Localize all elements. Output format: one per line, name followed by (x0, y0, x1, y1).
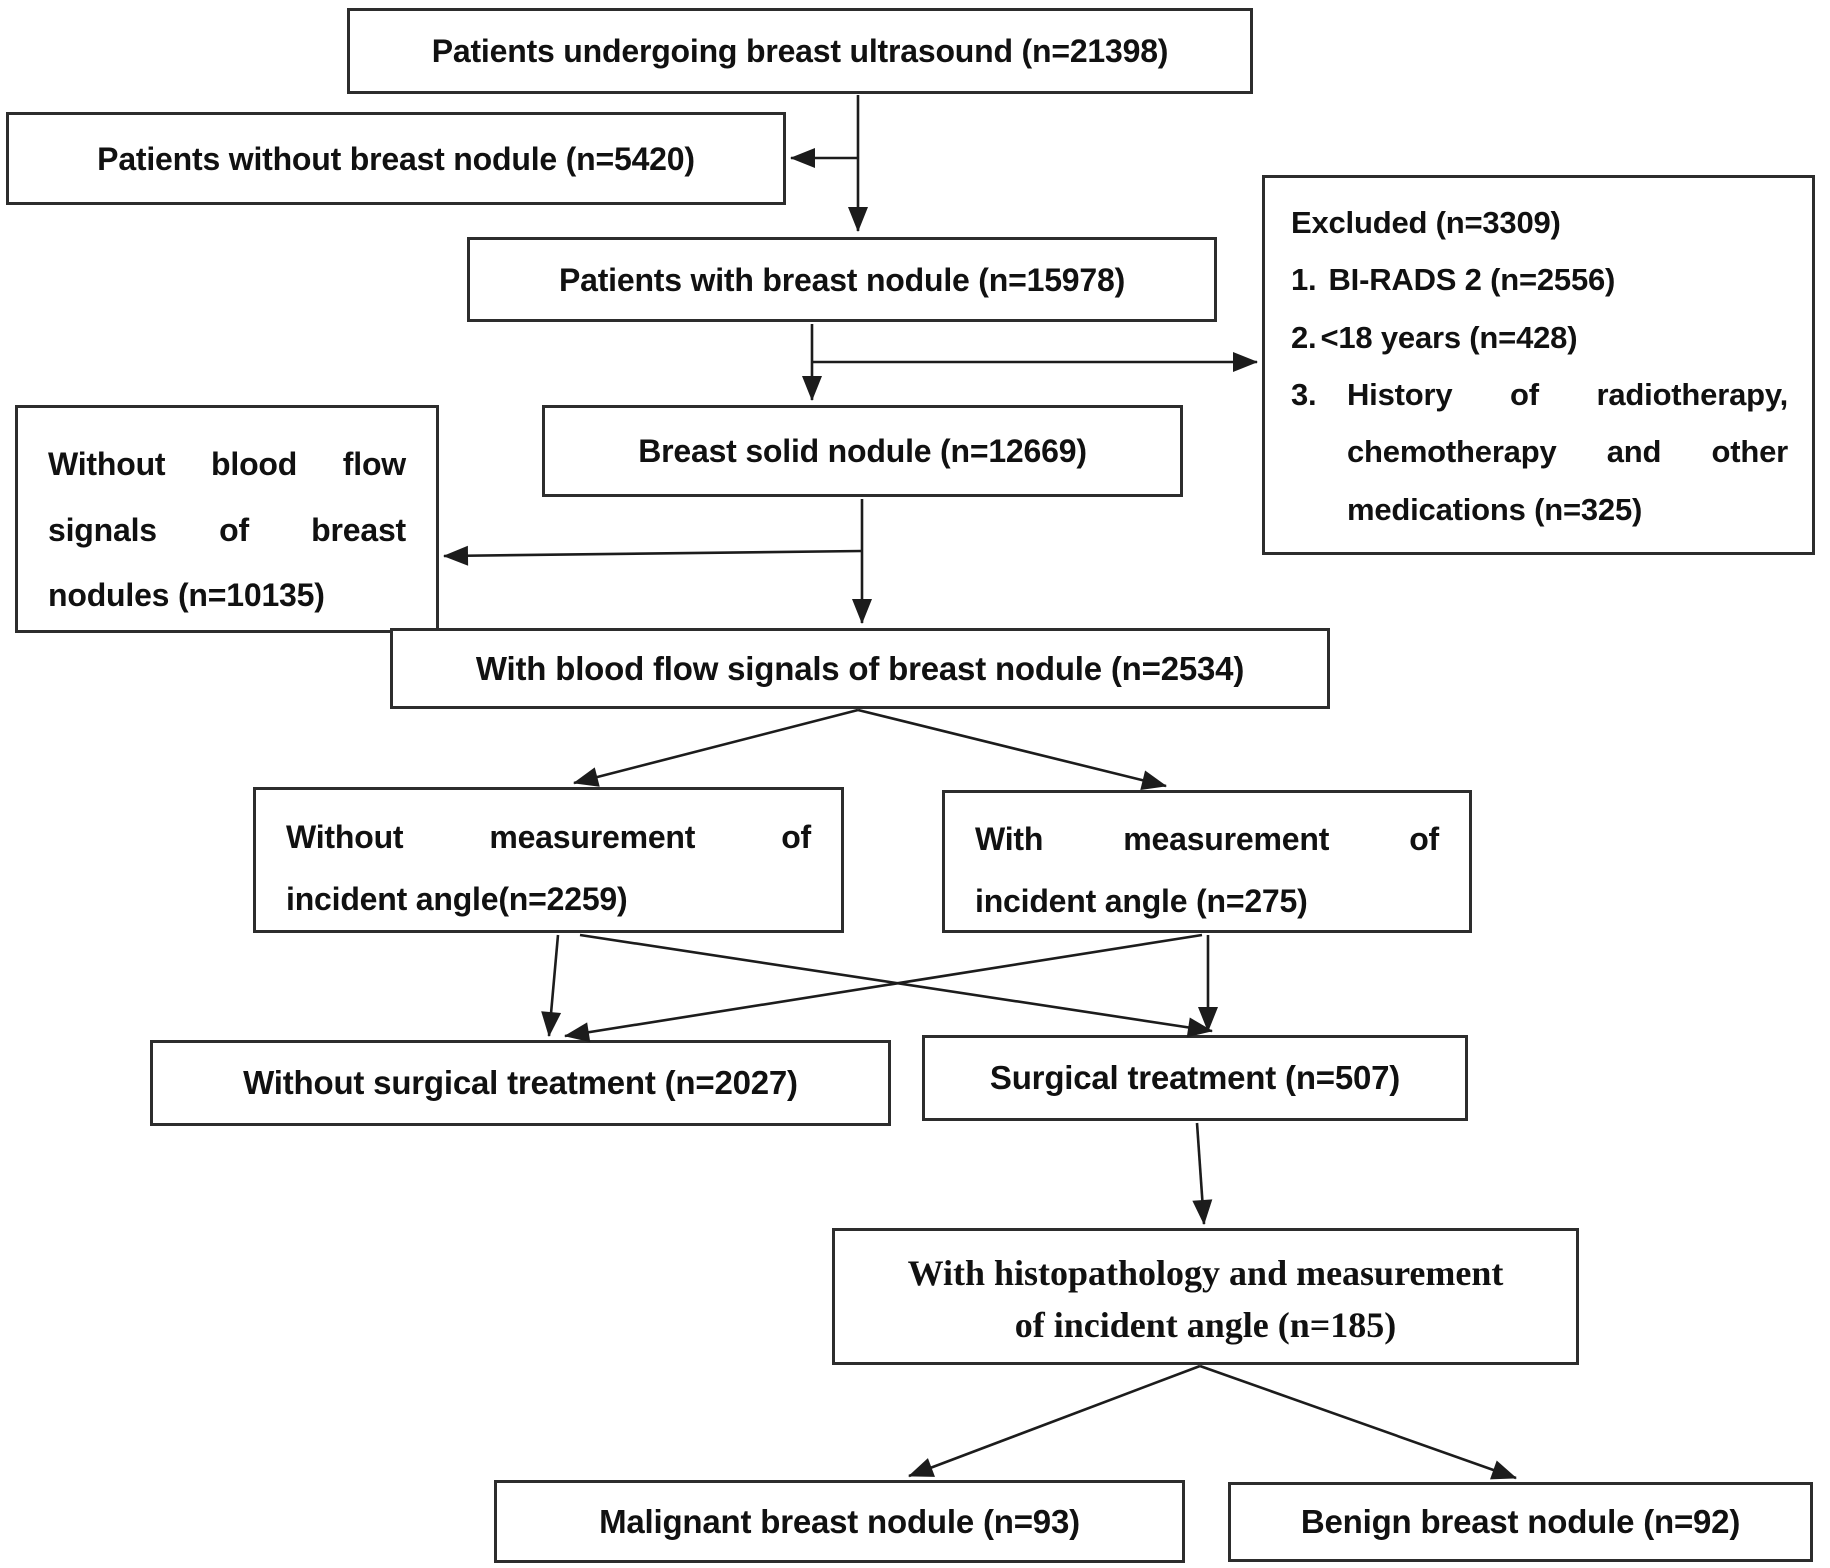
node-excluded: Excluded (n=3309) 1. BI-RADS 2 (n=2556) … (1262, 175, 1815, 555)
node-line: of incident angle (n=185) (1014, 1305, 1397, 1346)
edge-without-angle-to-without-surgery (541, 934, 562, 1037)
excluded-item-text: History of radiotherapy, chemotherapy an… (1347, 366, 1788, 538)
excluded-item-text: BI-RADS 2 (n=2556) (1328, 262, 1616, 298)
edge-histopathology-to-malignant (908, 1364, 1201, 1478)
node-patients-ultrasound: Patients undergoing breast ultrasound (n… (347, 8, 1253, 94)
node-line: With histopathology and measurement (907, 1253, 1504, 1293)
node-with-blood-flow: With blood flow signals of breast nodule… (390, 628, 1330, 709)
node-label: Breast solid nodule (n=12669) (638, 433, 1087, 469)
node-line: incident angle (n=275) (975, 883, 1308, 920)
excluded-item-line: medications (n=325) (1347, 491, 1643, 527)
node-line: signals of breast (48, 511, 406, 548)
excluded-item-marker: 2. (1291, 319, 1317, 355)
node-without-surgical-treatment: Without surgical treatment (n=2027) (150, 1040, 891, 1126)
node-malignant: Malignant breast nodule (n=93) (494, 1480, 1185, 1563)
node-line: Without blood flow (48, 446, 406, 482)
excluded-heading: Excluded (n=3309) (1291, 205, 1561, 240)
node-without-blood-flow: Without blood flow signals of breast nod… (15, 405, 439, 633)
node-line: Without measurement of (286, 819, 811, 855)
node-label: Without surgical treatment (n=2027) (243, 1064, 798, 1102)
node-line: With measurement of (975, 821, 1439, 857)
node-without-breast-nodule: Patients without breast nodule (n=5420) (6, 112, 786, 205)
excluded-item-line: chemotherapy and other (1347, 434, 1788, 470)
node-surgical-treatment: Surgical treatment (n=507) (922, 1035, 1468, 1121)
edge-without-angle-to-surgery (579, 933, 1213, 1038)
edge-surgery-to-histopathology (1192, 1122, 1213, 1225)
node-with-angle-measurement: With measurement of incident angle (n=27… (942, 790, 1472, 933)
edge-blood-flow-to-with-angle (857, 708, 1167, 790)
node-line: nodules (n=10135) (48, 577, 325, 614)
edge-histopathology-to-benign (1199, 1364, 1517, 1480)
edge-with-angle-to-without-surgery (564, 933, 1203, 1043)
node-label: Surgical treatment (n=507) (989, 1059, 1401, 1097)
node-with-breast-nodule: Patients with breast nodule (n=15978) (467, 237, 1217, 322)
node-label: Patients without breast nodule (n=5420) (97, 140, 695, 177)
node-breast-solid-nodule: Breast solid nodule (n=12669) (542, 405, 1183, 497)
edge-blood-flow-to-without-angle (573, 708, 859, 787)
node-label: Benign breast nodule (n=92) (1300, 1503, 1741, 1541)
excluded-item-1: 1. BI-RADS 2 (n=2556) (1291, 251, 1788, 308)
node-label: Malignant breast nodule (n=93) (599, 1502, 1080, 1540)
excluded-item-text: <18 years (n=428) (1320, 319, 1578, 355)
excluded-item-3: 3. History of radiotherapy, chemotherapy… (1291, 366, 1788, 538)
excluded-item-line: History of radiotherapy, (1347, 377, 1788, 413)
node-label: Patients with breast nodule (n=15978) (558, 261, 1126, 298)
excluded-item-marker: 3. (1291, 377, 1317, 413)
excluded-item-2: 2. <18 years (n=428) (1291, 309, 1788, 366)
node-label: Patients undergoing breast ultrasound (n… (431, 33, 1169, 69)
node-benign: Benign breast nodule (n=92) (1228, 1482, 1813, 1562)
node-histopathology: With histopathology and measurement of i… (832, 1228, 1579, 1365)
edge-solid-to-without-blood-flow (443, 545, 863, 566)
node-line: incident angle(n=2259) (286, 881, 628, 918)
excluded-item-marker: 1. (1291, 262, 1317, 298)
node-label: With blood flow signals of breast nodule… (475, 649, 1245, 687)
node-without-angle-measurement: Without measurement of incident angle(n=… (253, 787, 844, 933)
